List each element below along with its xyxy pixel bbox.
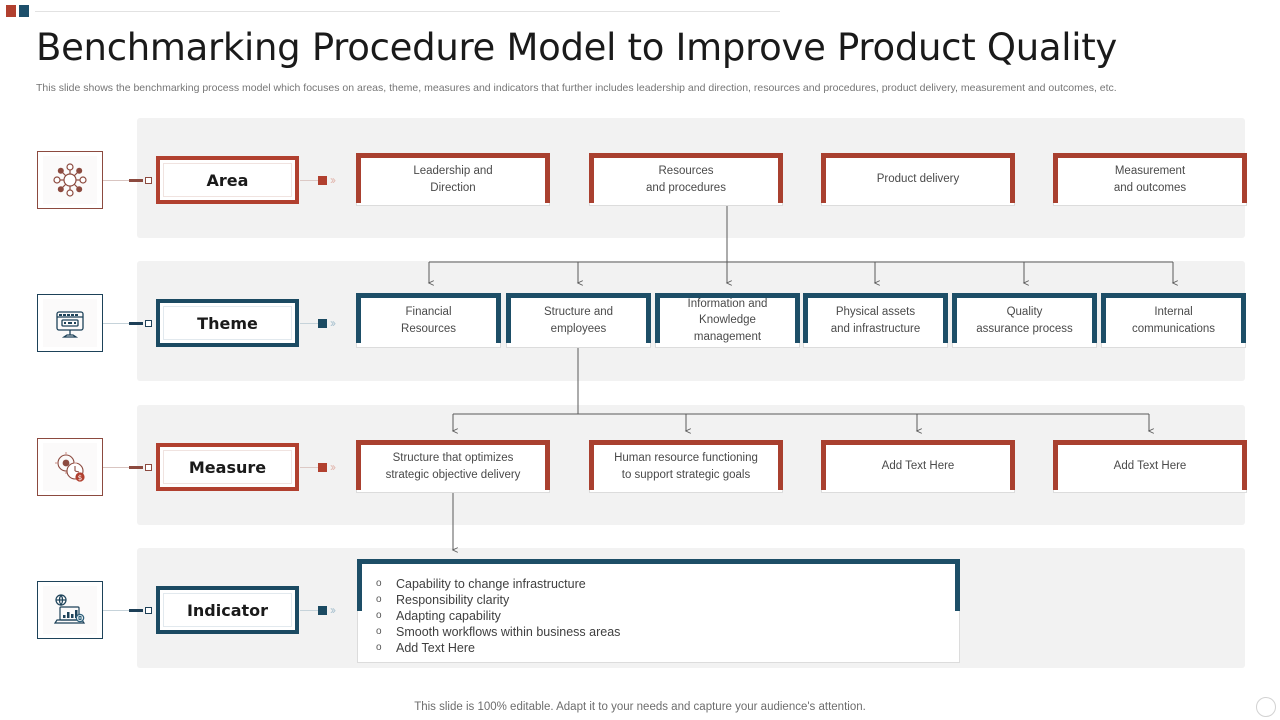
icon-tile-indicator xyxy=(37,581,103,639)
tile-link-indicator xyxy=(103,605,152,615)
network-hub-icon xyxy=(43,156,97,204)
label-chip-area[interactable]: Area xyxy=(156,156,299,204)
label-chip-measure[interactable]: Measure xyxy=(156,443,299,491)
list-item: Add Text Here xyxy=(376,640,959,656)
chip-link-indicator: ›› xyxy=(300,604,352,616)
label-chip-theme[interactable]: Theme xyxy=(156,299,299,347)
list-item: Adapting capability xyxy=(376,608,959,624)
icon-tile-area xyxy=(37,151,103,209)
chip-link-measure: ›› xyxy=(300,461,352,473)
chevron-double-right-icon: ›› xyxy=(330,603,336,617)
card-indicator-list[interactable]: Capability to change infrastructure Resp… xyxy=(357,559,960,663)
card-measure-3[interactable]: Add Text Here xyxy=(1053,440,1247,493)
chip-link-theme: ›› xyxy=(300,317,352,329)
chevron-double-right-icon: ›› xyxy=(330,173,336,187)
tile-link-theme xyxy=(103,318,152,328)
label-chip-area-text: Area xyxy=(163,163,292,197)
card-measure-3-text: Add Text Here xyxy=(1113,460,1187,473)
corner-badge xyxy=(1256,697,1276,717)
label-chip-indicator[interactable]: Indicator xyxy=(156,586,299,634)
list-item: Smooth workflows within business areas xyxy=(376,624,959,640)
brand-square-red xyxy=(6,5,16,17)
label-chip-theme-text: Theme xyxy=(163,306,292,340)
list-item: Capability to change infrastructure xyxy=(376,576,959,592)
brand-square-teal xyxy=(19,5,29,17)
svg-text:$: $ xyxy=(78,474,82,482)
laptop-analytics-icon xyxy=(43,586,97,634)
list-item: Responsibility clarity xyxy=(376,592,959,608)
page-subtitle: This slide shows the benchmarking proces… xyxy=(36,82,1117,94)
chevron-double-right-icon: ›› xyxy=(330,316,336,330)
label-chip-measure-text: Measure xyxy=(163,450,292,484)
monitor-dashboard-icon xyxy=(43,299,97,347)
card-area-2-text: Product delivery xyxy=(876,173,960,186)
chip-link-area: ›› xyxy=(300,174,352,186)
icon-tile-measure: $ xyxy=(37,438,103,496)
card-area-2[interactable]: Product delivery xyxy=(821,153,1015,206)
icon-tile-theme xyxy=(37,294,103,352)
card-measure-2[interactable]: Add Text Here xyxy=(821,440,1015,493)
gear-clock-icon: $ xyxy=(43,443,97,491)
tile-link-area xyxy=(103,175,152,185)
card-measure-2-text: Add Text Here xyxy=(881,460,955,473)
tile-link-measure xyxy=(103,462,152,472)
label-chip-indicator-text: Indicator xyxy=(163,593,292,627)
indicator-list: Capability to change infrastructure Resp… xyxy=(358,560,959,656)
header-rule xyxy=(35,11,780,12)
brand-marks xyxy=(6,5,29,17)
page-title: Benchmarking Procedure Model to Improve … xyxy=(36,26,1117,69)
footer-note: This slide is 100% editable. Adapt it to… xyxy=(414,701,866,713)
chevron-double-right-icon: ›› xyxy=(330,460,336,474)
